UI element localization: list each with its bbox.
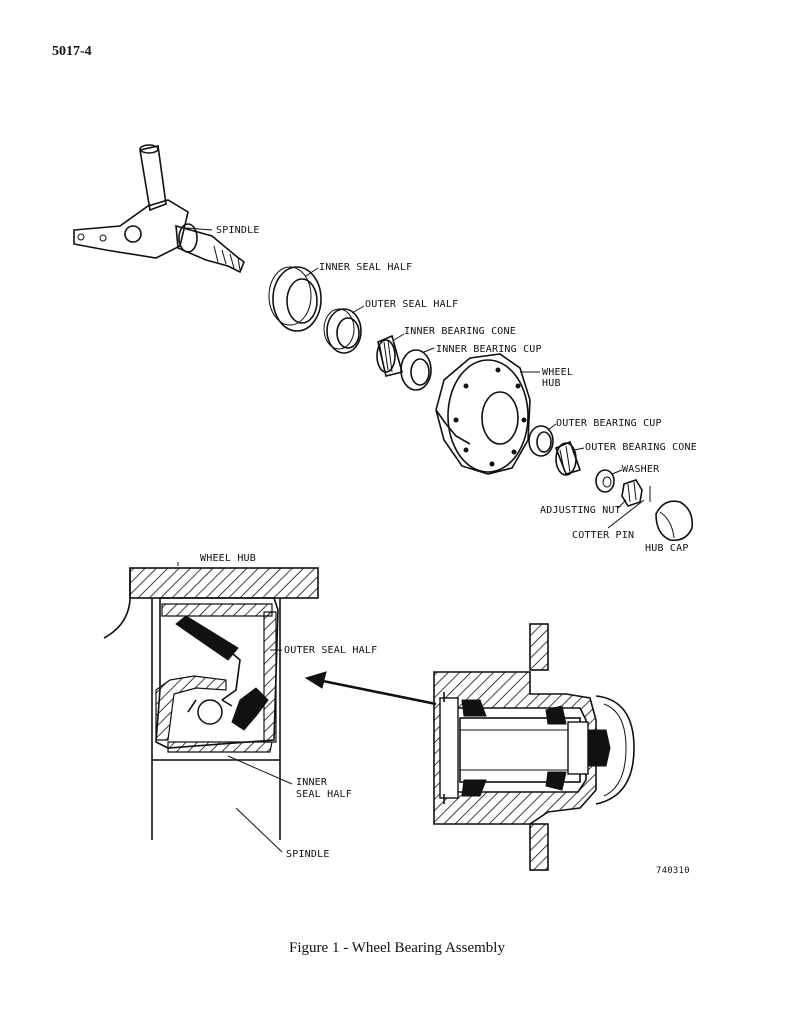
seal-detail (103, 567, 319, 840)
spindle-part (73, 144, 245, 274)
detail-inner-seal-half-label-line2: SEAL HALF (296, 789, 352, 800)
spindle-label: SPINDLE (216, 225, 260, 236)
detail-outer-seal-half-label: OUTER SEAL HALF (284, 645, 378, 656)
outer-bearing-cone-label: OUTER BEARING CONE (585, 442, 697, 453)
wheel-hub-label-line1: WHEEL (542, 367, 574, 378)
outer-seal-half-part (323, 308, 362, 354)
outer-bearing-cup-part (528, 425, 554, 457)
figure-caption: Figure 1 - Wheel Bearing Assembly (289, 940, 505, 956)
outer-seal-half-label: OUTER SEAL HALF (365, 299, 459, 310)
adjusting-nut-part (621, 479, 643, 507)
inner-bearing-cone-label: INNER BEARING CONE (404, 326, 516, 337)
inner-seal-half-label: INNER SEAL HALF (319, 262, 413, 273)
inner-bearing-cup-part (400, 349, 432, 391)
inner-bearing-cone-part (376, 334, 403, 377)
inner-seal-half-part (268, 266, 322, 332)
inner-bearing-cup-label: INNER BEARING CUP (436, 344, 542, 355)
washer-label: WASHER (622, 464, 660, 475)
detail-spindle-label: SPINDLE (286, 849, 330, 860)
adjusting-nut-label: ADJUSTING NUT (540, 505, 621, 516)
hub-cross-section (433, 623, 635, 871)
wheel-hub-label-line2: HUB (542, 378, 561, 389)
outer-bearing-cone-part (554, 440, 582, 476)
outer-bearing-cup-label: OUTER BEARING CUP (556, 418, 662, 429)
hub-cap-label: HUB CAP (645, 543, 689, 554)
washer-part (595, 469, 615, 493)
detail-inner-seal-half-label-line1: INNER (296, 777, 328, 788)
wheel-hub-part (435, 353, 531, 475)
detail-wheel-hub-label: WHEEL HUB (200, 553, 256, 564)
drawing-number: 740310 (656, 866, 690, 876)
page-number: 5017-4 (52, 44, 92, 59)
cotter-pin-label: COTTER PIN (572, 530, 635, 541)
hub-cap-part (655, 500, 694, 542)
